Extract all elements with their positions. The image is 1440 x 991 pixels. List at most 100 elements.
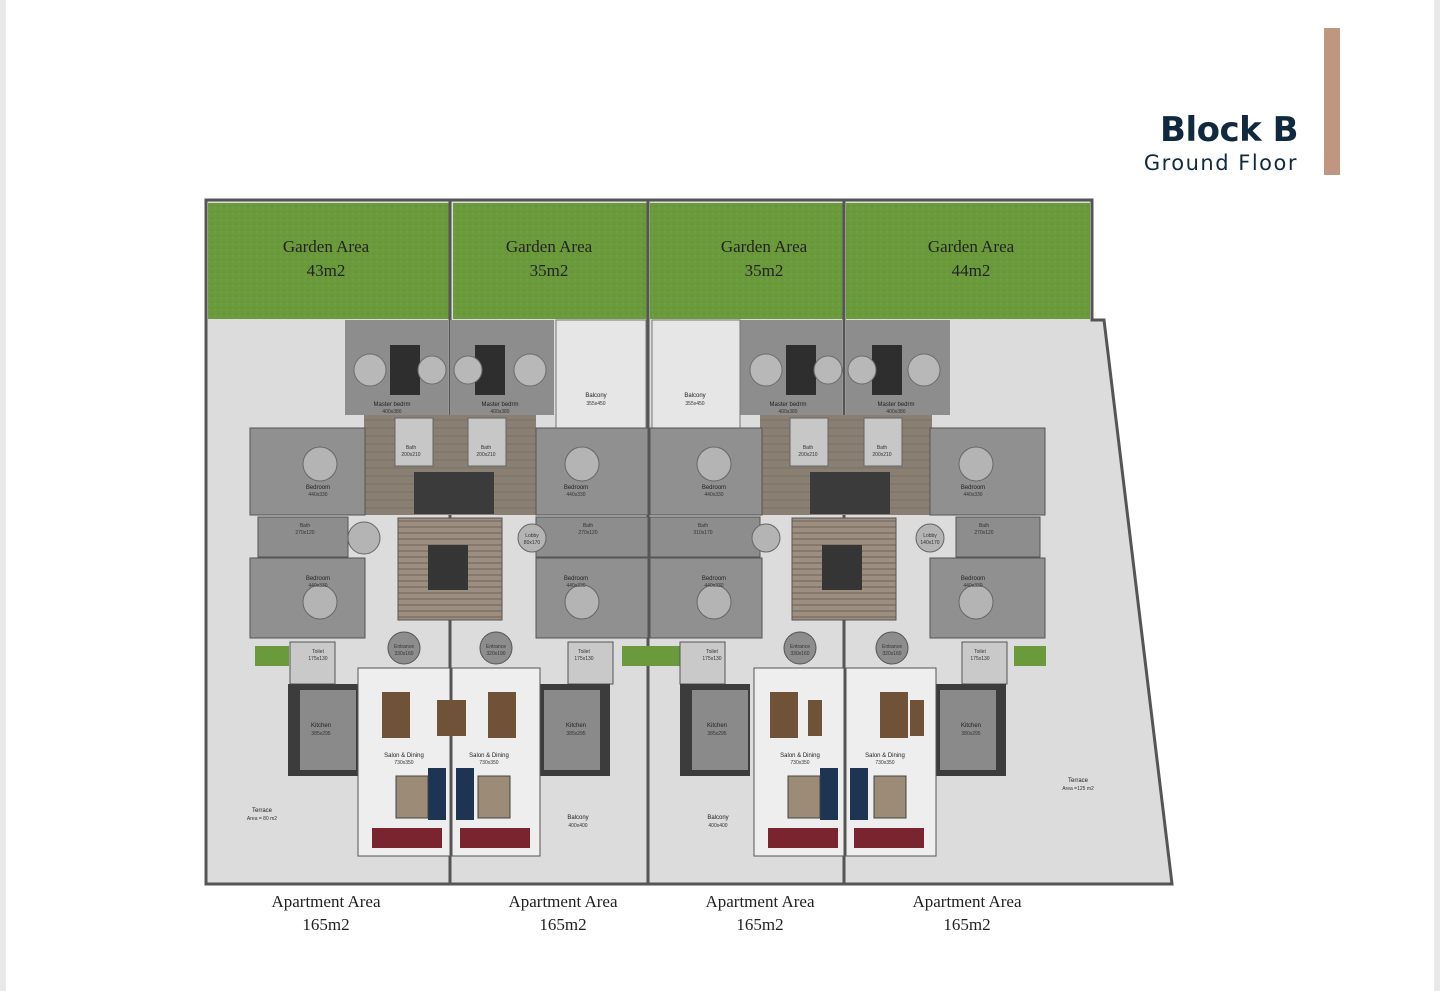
room-size: 175x130 bbox=[970, 656, 989, 662]
apartment-2-label: Apartment Area bbox=[508, 892, 617, 911]
room-size: 440x330 bbox=[308, 583, 327, 589]
room-label: Bedroom bbox=[961, 576, 985, 582]
garden-4-label: Garden Area bbox=[928, 237, 1015, 256]
room-size: 200x210 bbox=[872, 452, 891, 458]
room-label: Kitchen bbox=[311, 723, 331, 729]
room-label: Salon & Dining bbox=[384, 753, 424, 759]
room-label: Bedroom bbox=[564, 576, 588, 582]
room-size: 200x210 bbox=[798, 452, 817, 458]
garden-labels: Garden Area 43m2 Garden Area 35m2 Garden… bbox=[283, 237, 1015, 280]
room-label: Bath bbox=[979, 523, 990, 529]
room-label: Master bedrm bbox=[877, 402, 914, 408]
room-size: 400x400 bbox=[568, 823, 587, 829]
room-label: Balcony bbox=[585, 393, 606, 399]
room-size: 270x120 bbox=[578, 530, 597, 536]
room-label: Kitchen bbox=[707, 723, 727, 729]
room-size: 730x350 bbox=[394, 760, 413, 766]
garden-2-label: Garden Area bbox=[506, 237, 593, 256]
room-label: Lobby bbox=[923, 533, 937, 539]
room-labels: Master bedrm 400x380 Master bedrm 400x38… bbox=[295, 393, 993, 829]
garden-1-label: Garden Area bbox=[283, 237, 370, 256]
room-label: Bath bbox=[877, 445, 888, 451]
apartment-1-label: Apartment Area bbox=[271, 892, 380, 911]
terrace-left-label: Terrace bbox=[252, 808, 273, 814]
room-size: 355x450 bbox=[685, 401, 704, 407]
garden-1 bbox=[208, 203, 450, 319]
room-label: Balcony bbox=[707, 815, 728, 821]
room-size: 330x160 bbox=[394, 651, 413, 657]
apartment-4-area: 165m2 bbox=[943, 915, 990, 934]
room-size: 175x130 bbox=[574, 656, 593, 662]
apartment-3-label: Apartment Area bbox=[705, 892, 814, 911]
room-label: Toilet bbox=[706, 649, 718, 655]
planter-strips bbox=[255, 646, 1046, 666]
room-label: Bath bbox=[481, 445, 492, 451]
room-size: 400x380 bbox=[886, 409, 905, 415]
accent-bar bbox=[1324, 28, 1340, 175]
room-label: Entrance bbox=[394, 644, 414, 650]
terrace-labels: Terrace Area = 80 m2 Terrace Area =125 m… bbox=[247, 778, 1094, 822]
room-size: 175x130 bbox=[308, 656, 327, 662]
apartment-4-label: Apartment Area bbox=[912, 892, 1021, 911]
room-size: 730x350 bbox=[479, 760, 498, 766]
room-size: 80x170 bbox=[524, 540, 541, 546]
garden-2-area: 35m2 bbox=[530, 261, 569, 280]
room-size: 320x160 bbox=[882, 651, 901, 657]
terrace-left-area: Area = 80 m2 bbox=[247, 816, 277, 822]
room-size: 440x330 bbox=[704, 492, 723, 498]
apartment-labels: Apartment Area 165m2 Apartment Area 165m… bbox=[271, 892, 1021, 934]
unit-pair-left bbox=[249, 319, 649, 857]
garden-2 bbox=[453, 203, 647, 319]
garden-areas bbox=[208, 203, 1090, 319]
room-label: Bath bbox=[300, 523, 311, 529]
garden-3 bbox=[650, 203, 843, 319]
room-label: Bedroom bbox=[306, 485, 330, 491]
terrace-right-label: Terrace bbox=[1068, 778, 1089, 784]
room-label: Balcony bbox=[567, 815, 588, 821]
garden-4-area: 44m2 bbox=[952, 261, 991, 280]
room-size: 385x295 bbox=[566, 731, 585, 737]
page-edge-left bbox=[0, 0, 6, 991]
room-size: 355x450 bbox=[586, 401, 605, 407]
room-label: Bath bbox=[698, 523, 709, 529]
garden-4 bbox=[846, 203, 1090, 319]
room-size: 440x330 bbox=[566, 583, 585, 589]
room-size: 440x330 bbox=[963, 492, 982, 498]
room-size: 730x350 bbox=[875, 760, 894, 766]
room-size: 200x210 bbox=[401, 452, 420, 458]
room-size: 400x380 bbox=[490, 409, 509, 415]
room-size: 385x295 bbox=[311, 731, 330, 737]
terrace-right-area: Area =125 m2 bbox=[1062, 786, 1094, 792]
room-size: 440x330 bbox=[308, 492, 327, 498]
room-label: Master bedrm bbox=[769, 402, 806, 408]
room-label: Master bedrm bbox=[373, 402, 410, 408]
room-label: Toilet bbox=[974, 649, 986, 655]
room-size: 440x330 bbox=[963, 583, 982, 589]
room-label: Kitchen bbox=[961, 723, 981, 729]
unit-pair-right bbox=[649, 319, 1046, 857]
page-edge-right bbox=[1434, 0, 1440, 991]
room-label: Bath bbox=[803, 445, 814, 451]
room-label: Lobby bbox=[525, 533, 539, 539]
room-label: Toilet bbox=[312, 649, 324, 655]
room-size: 175x130 bbox=[702, 656, 721, 662]
room-size: 270x120 bbox=[295, 530, 314, 536]
room-size: 400x400 bbox=[708, 823, 727, 829]
room-label: Entrance bbox=[882, 644, 902, 650]
room-size: 385x295 bbox=[707, 731, 726, 737]
room-size: 400x380 bbox=[778, 409, 797, 415]
room-label: Toilet bbox=[578, 649, 590, 655]
garden-1-area: 43m2 bbox=[307, 261, 346, 280]
room-size: 200x210 bbox=[476, 452, 495, 458]
room-label: Bath bbox=[406, 445, 417, 451]
room-size: 320x190 bbox=[486, 651, 505, 657]
room-size: 270x120 bbox=[974, 530, 993, 536]
room-size: 440x330 bbox=[566, 492, 585, 498]
title-block: Block B Ground Floor bbox=[1144, 110, 1299, 176]
room-size: 310x170 bbox=[693, 530, 712, 536]
room-size: 380x295 bbox=[961, 731, 980, 737]
room-label: Salon & Dining bbox=[469, 753, 509, 759]
room-label: Salon & Dining bbox=[780, 753, 820, 759]
apartment-3-area: 165m2 bbox=[736, 915, 783, 934]
page-title: Block B bbox=[1160, 110, 1298, 150]
